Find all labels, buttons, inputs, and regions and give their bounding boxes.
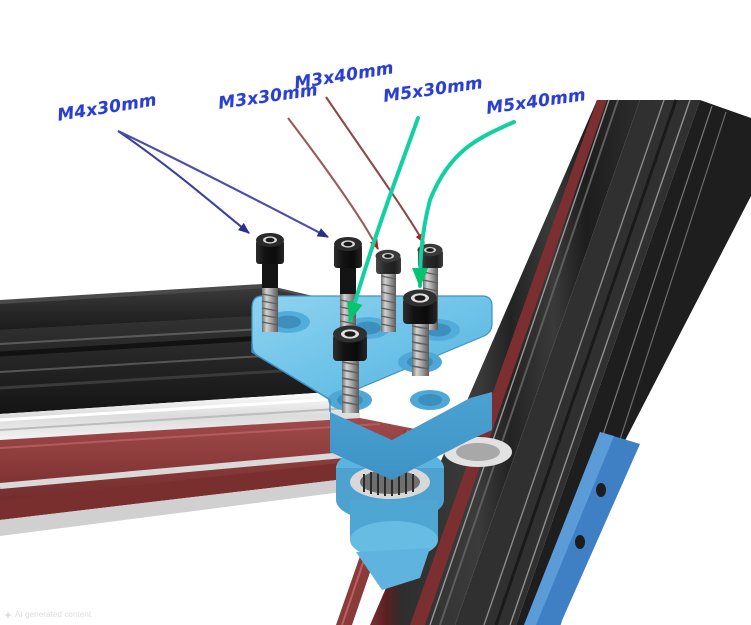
- left-red-rail-highlight: [0, 423, 381, 449]
- right-rail-second-face: [455, 100, 700, 625]
- right-rail-line-2: [439, 99, 619, 625]
- right-rail-line-6: [509, 99, 691, 625]
- pulley-foot: [356, 548, 430, 590]
- right-rail-red-edge: [410, 100, 607, 625]
- screw-front-left-thread-lines: [341, 361, 360, 406]
- arrow-m3x30: [287, 117, 379, 250]
- screw-rear-left: [256, 233, 284, 332]
- left-rail-groove-4: [0, 366, 331, 390]
- arrow-m5x40: [412, 120, 516, 288]
- right-rail-line-1: [429, 99, 610, 625]
- callout-arrows: [117, 96, 516, 322]
- screw-middle-steel: [375, 249, 401, 332]
- side-roller-1-inner: [456, 443, 500, 461]
- left-linear-rail-highlight: [0, 396, 353, 422]
- left-red-rail: [0, 418, 420, 506]
- screw-front-center-thread: [412, 318, 429, 376]
- arrow-m5x30: [347, 116, 420, 322]
- left-rail-assembly: [0, 284, 420, 536]
- arrow-m4x30-b: [117, 130, 330, 238]
- screw-rear-left-thread-lines: [261, 293, 279, 326]
- right-carriage-block: [524, 432, 640, 625]
- screw-middle-hex-hole: [384, 254, 392, 258]
- left-linear-rail-line: [0, 407, 353, 431]
- carriage-block-edge: [524, 432, 614, 625]
- screw-front-center-hex-hole: [414, 295, 426, 301]
- right-rail-third-face: [516, 100, 751, 625]
- carriage-bolt-1: [596, 483, 606, 497]
- right-rail-line-5: [494, 99, 678, 625]
- arrow-m3x40: [325, 96, 425, 244]
- bracket-edge-line: [251, 344, 331, 412]
- screw-rear-left-hex-hole: [265, 237, 275, 243]
- screw-front-left-thread: [342, 355, 359, 413]
- left-red-rail-insert: [0, 447, 401, 489]
- screw-front-center: [403, 289, 437, 376]
- screw-front-left: [333, 325, 367, 413]
- screw-front-center-thread-lines: [411, 325, 430, 370]
- screw-front-left-hex-hole: [344, 331, 356, 337]
- left-black-rail-top-face: [0, 288, 330, 330]
- left-red-rail-lower: [0, 456, 404, 520]
- screw-middle-thread: [381, 268, 396, 332]
- arrow-m4x30-a: [117, 130, 250, 234]
- screw-middle-thread-lines: [380, 275, 397, 328]
- right-rail-line-4: [483, 99, 665, 625]
- carriage-bolt-2: [575, 535, 585, 549]
- left-red-rail-base: [0, 472, 404, 536]
- screw-right-hex-hole: [426, 248, 434, 252]
- screw-rear-center-hex-hole: [343, 241, 353, 247]
